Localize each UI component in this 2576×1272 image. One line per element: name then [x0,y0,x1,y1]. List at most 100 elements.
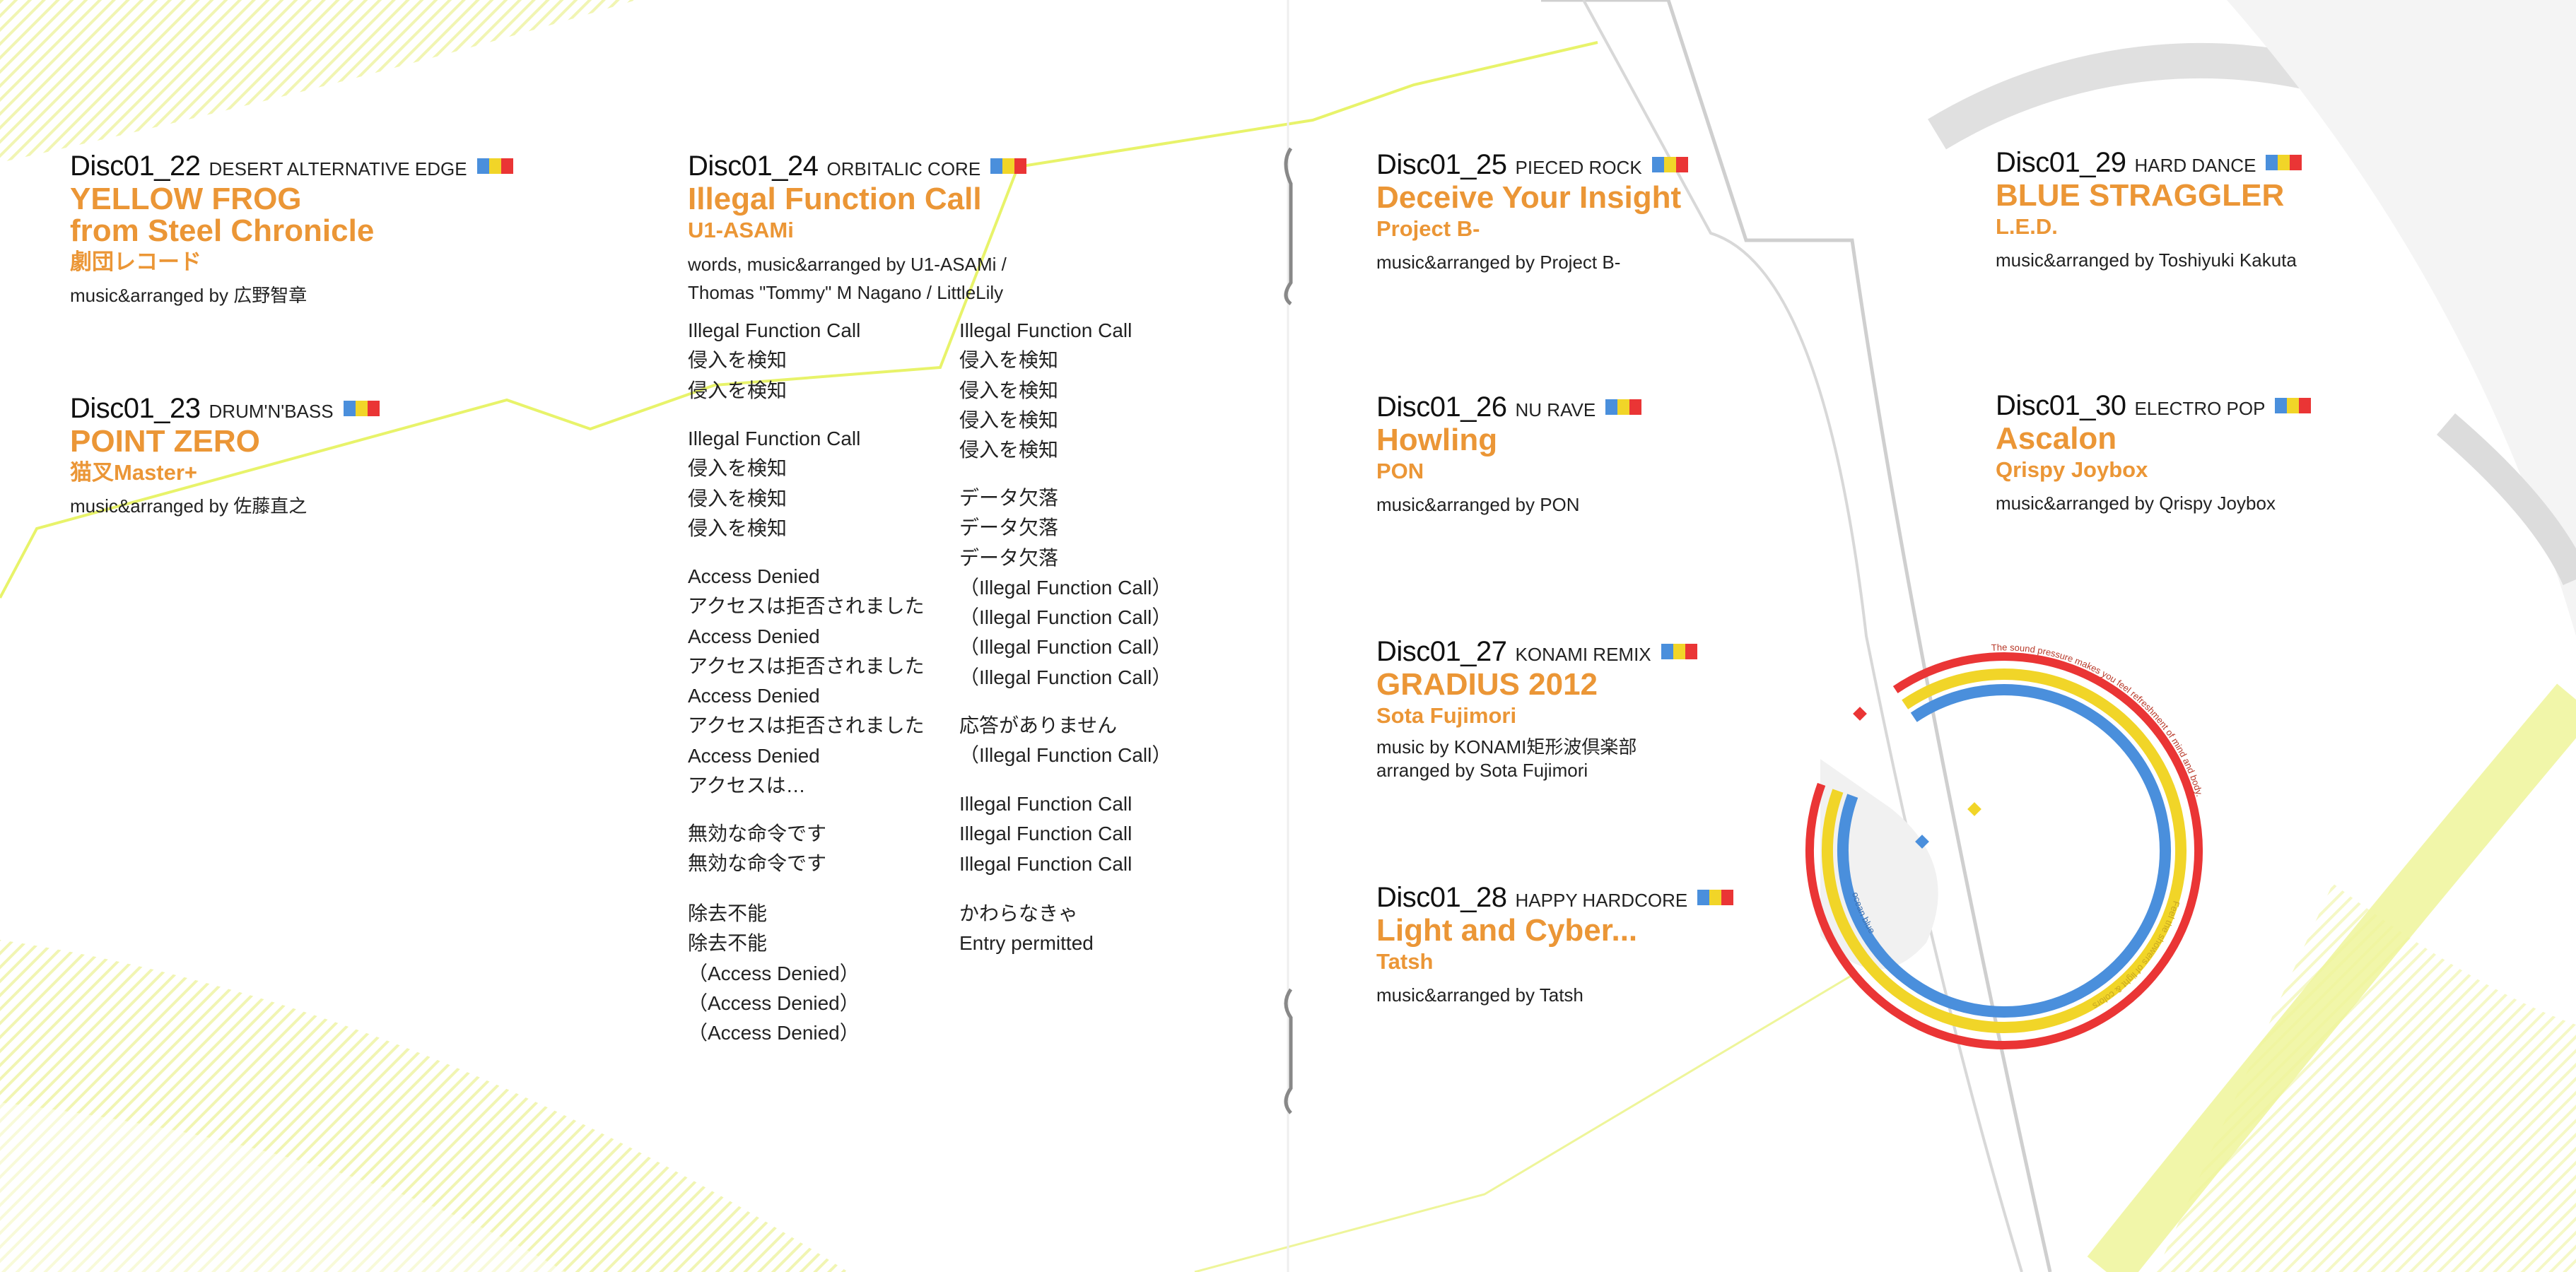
lyrics-line: Illegal Function Call [959,852,1132,875]
track-number: Disc01_28 [1376,882,1507,913]
track-disc01-24: Disc01_24 ORBITALIC CORE Illegal Function… [688,149,1027,307]
lyrics-line: Illegal Function Call [688,428,861,449]
track-credit: music by KONAMI矩形波倶楽部 [1376,736,1637,758]
track-credit: music&arranged by Qrispy Joybox [1996,493,2276,514]
track-genre: DRUM'N'BASS [209,401,334,422]
track-genre: KONAMI REMIX [1515,644,1651,665]
color-swatch-icon [1651,157,1688,172]
track-title: BLUE STRAGGLER [1996,178,2285,213]
lyrics-stanza: Access Denied アクセスは拒否されました Access Denied アク… [688,562,925,801]
gray-outline-shape [1541,0,2052,1272]
lyrics-line: アクセスは拒否されました [688,654,925,677]
track-credit: music&arranged by 広野智章 [70,285,308,306]
track-credit: music&arranged by Tatsh [1376,984,1583,1006]
lyrics-line: Illegal Function Call [959,793,1132,815]
lyrics-line: 侵入を検知 [688,487,788,510]
track-genre: ORBITALIC CORE [826,158,981,179]
track-artist: U1-ASAMi [688,218,794,242]
lyrics-stanza: データ欠落データ欠落データ欠落（Illegal Function Call）（I… [959,483,1171,693]
lyrics-line: データ欠落 [959,517,1059,539]
lyrics-line: 侵入を検知 [688,457,788,480]
color-swatch-icon [343,401,380,416]
lyrics-line: 無効な命令です [688,823,827,844]
lyrics-line: Access Denied [688,744,820,767]
lyrics-line: Illegal Function Call [959,319,1132,341]
disc-art: The sound pressure makes you feel refres… [1805,642,2205,1049]
track-credit: words, music&arranged by U1-ASAMi / [688,254,1007,275]
lyrics-line: Illegal Function Call [959,823,1132,845]
track-title: Deceive Your Insight [1376,180,1682,215]
lyrics-stanza: 応答がありません （Illegal Function Call） [959,711,1171,771]
track-title: POINT ZERO [70,424,260,459]
track-disc01-25: Disc01_25 PIECED ROCK Deceive Your Insigh… [1376,148,1688,276]
lyrics-line: Illegal Function Call [688,319,861,341]
lyrics-line: 無効な命令です [688,852,827,875]
lyrics-line: Entry permitted [959,932,1094,955]
track-title: Illegal Function Call [688,182,982,216]
lyrics-line: （Illegal Function Call） [959,606,1172,629]
track-number: Disc01_26 [1376,391,1507,423]
track-number: Disc01_23 [70,393,201,424]
track-credit-line2: arranged by Sota Fujimori [1376,760,1588,781]
track-credit: music&arranged by PON [1376,494,1580,515]
color-swatch-icon [1605,399,1642,415]
track-number: Disc01_22 [70,151,201,182]
yellow-zigzag-line [0,41,1598,599]
track-artist: L.E.D. [1996,214,2058,239]
lyrics-line: 侵入を検知 [959,349,1059,372]
track-number: Disc01_25 [1376,149,1507,180]
stripe-area-bottom-right [2156,883,2576,1272]
track-title: YELLOW FROG [70,182,302,216]
lyrics-line: （Access Denied） [688,991,860,1014]
lyrics-line: Access Denied [688,625,820,647]
track-artist: PON [1376,459,1424,483]
staple-bottom [1284,988,1293,1114]
stripe-area-top-left [0,0,636,163]
staple-top [1284,147,1293,306]
lyrics-line: データ欠落 [959,546,1059,569]
color-swatch-icon [1697,890,1734,905]
track-credit-line2: Thomas "Tommy" M Nagano / LittleLily [688,282,1004,303]
lyrics-line: かわらなきゃ [959,902,1079,924]
track-artist: Tatsh [1376,949,1434,974]
lyrics-line: 侵入を検知 [959,408,1059,431]
lyrics-line: （Illegal Function Call） [959,666,1172,688]
lyrics-line: 侵入を検知 [688,517,788,539]
lyrics-stanza: 無効な命令です無効な命令です [688,819,826,879]
track-artist: Qrispy Joybox [1996,457,2148,482]
yellow-arc [2087,683,2576,1272]
lyrics-stanza: かわらなきゃ Entry permitted [959,899,1094,959]
lyrics-line: （Illegal Function Call） [959,636,1172,659]
track-number: Disc01_29 [1996,147,2126,178]
color-swatch-icon [2266,155,2302,170]
color-swatch-icon [476,158,513,174]
lyrics-line: 除去不能 [688,902,768,924]
track-title: GRADIUS 2012 [1376,667,1598,702]
lyrics-line: アクセスは拒否されました [688,714,925,737]
lyrics-line: データ欠落 [959,487,1059,509]
track-genre: HAPPY HARDCORE [1515,890,1688,911]
lyrics-line: （Illegal Function Call） [959,744,1172,767]
color-swatch-icon [2275,398,2312,413]
lyrics-line: 侵入を検知 [959,379,1059,401]
track-credit: music&arranged by 佐藤直之 [70,495,308,517]
lyrics-line: 除去不能 [688,932,768,955]
track-artist: 劇団レコード [70,249,201,274]
lyrics-line: Access Denied [688,685,820,707]
lyrics-line: 侵入を検知 [688,349,788,372]
lyrics-line: （Access Denied） [688,962,860,984]
track-number: Disc01_24 [688,151,819,182]
track-genre: PIECED ROCK [1515,157,1642,178]
track-artist: Project B- [1376,216,1480,241]
track-title-line2: from Steel Chronicle [70,213,375,248]
track-title: Howling [1376,423,1498,457]
lyrics-line: 応答がありません [959,714,1118,736]
track-title: Ascalon [1996,421,2117,456]
color-swatch-icon [1661,644,1697,659]
track-credit: music&arranged by Project B- [1376,252,1621,273]
